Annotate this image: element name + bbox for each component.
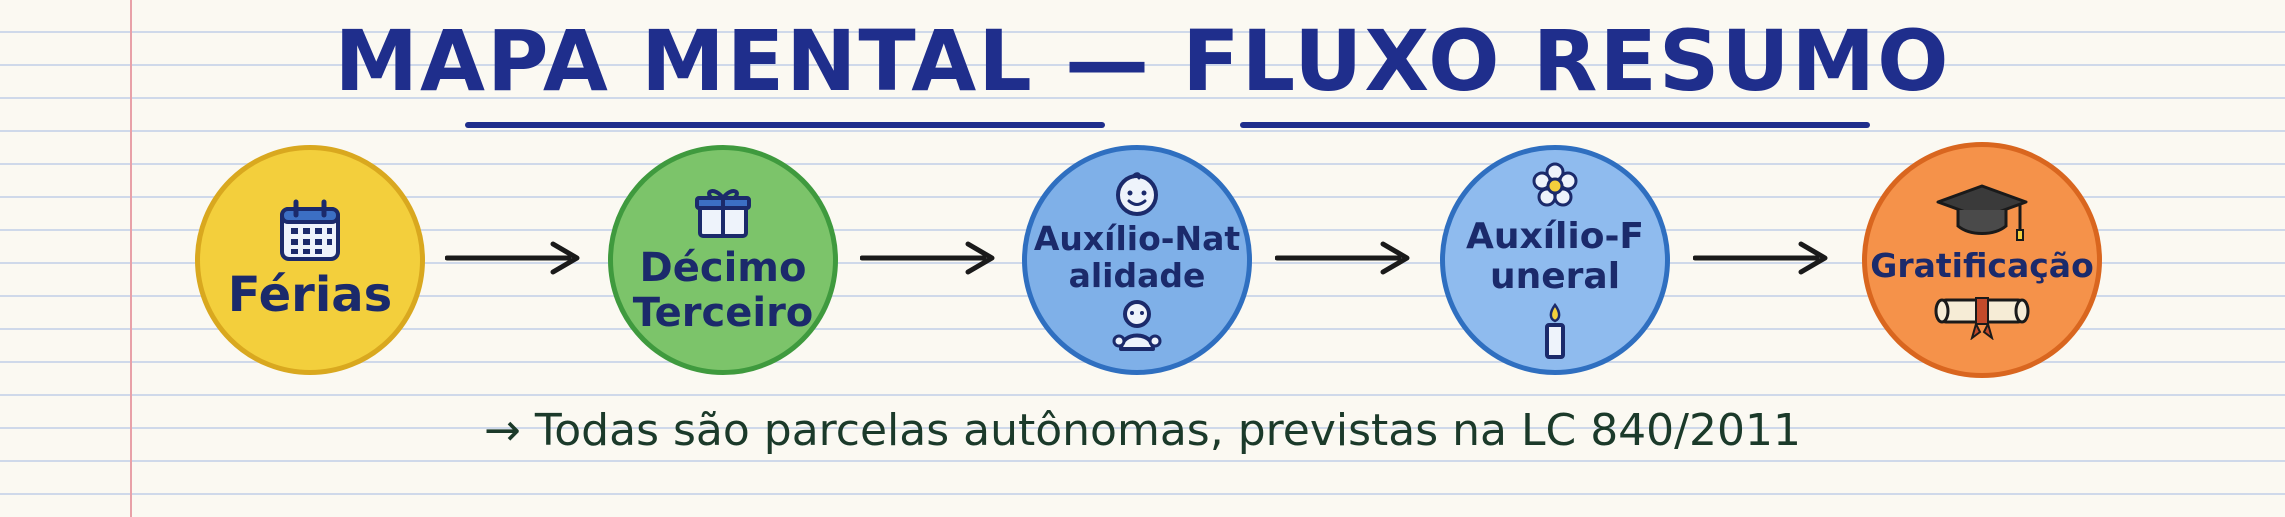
- arrow-right-icon: [445, 241, 580, 275]
- node-label-text: Auxílio-Natalidade: [1033, 219, 1241, 295]
- node-auxilio-funeral: Auxílio-Funeral: [1440, 145, 1670, 375]
- title-underline-right: [1240, 122, 1870, 128]
- node-label: Décimo Terceiro: [623, 246, 823, 336]
- node-label: Gratificação: [1870, 245, 2094, 285]
- node-gratificacao: Gratificação: [1862, 142, 2102, 378]
- node-auxilio-natalidade: Auxílio-Natalidade: [1022, 145, 1252, 375]
- node-label: Auxílio-Funeral: [1460, 215, 1650, 298]
- node-label: Auxílio-Natalidade: [1032, 219, 1242, 295]
- node-label-text: Décimo Terceiro: [632, 245, 814, 336]
- notebook-margin-line: [130, 0, 132, 517]
- node-decimo-terceiro: Décimo Terceiro: [608, 145, 838, 375]
- baby-icon: [1116, 172, 1158, 217]
- gift-icon: [695, 189, 751, 239]
- graduation-cap-icon: [1936, 184, 2028, 241]
- arrow-right-icon: [1693, 241, 1828, 275]
- node-label-text: Auxílio-Funeral: [1466, 215, 1644, 297]
- title-underline-left: [465, 122, 1105, 128]
- flower-icon: [1532, 162, 1578, 207]
- node-label: Férias: [227, 267, 393, 324]
- baby-sitting-icon: [1112, 299, 1162, 351]
- arrow-right-icon: [1275, 241, 1410, 275]
- page-title: MAPA MENTAL — FLUXO RESUMO: [334, 12, 1951, 110]
- calendar-icon: [280, 199, 340, 262]
- node-ferias: Férias: [195, 145, 425, 375]
- candle-icon: [1545, 303, 1565, 360]
- arrow-right-icon: [860, 241, 995, 275]
- diploma-icon: [1934, 297, 2030, 341]
- footnote: → Todas são parcelas autônomas, prevista…: [484, 405, 1801, 456]
